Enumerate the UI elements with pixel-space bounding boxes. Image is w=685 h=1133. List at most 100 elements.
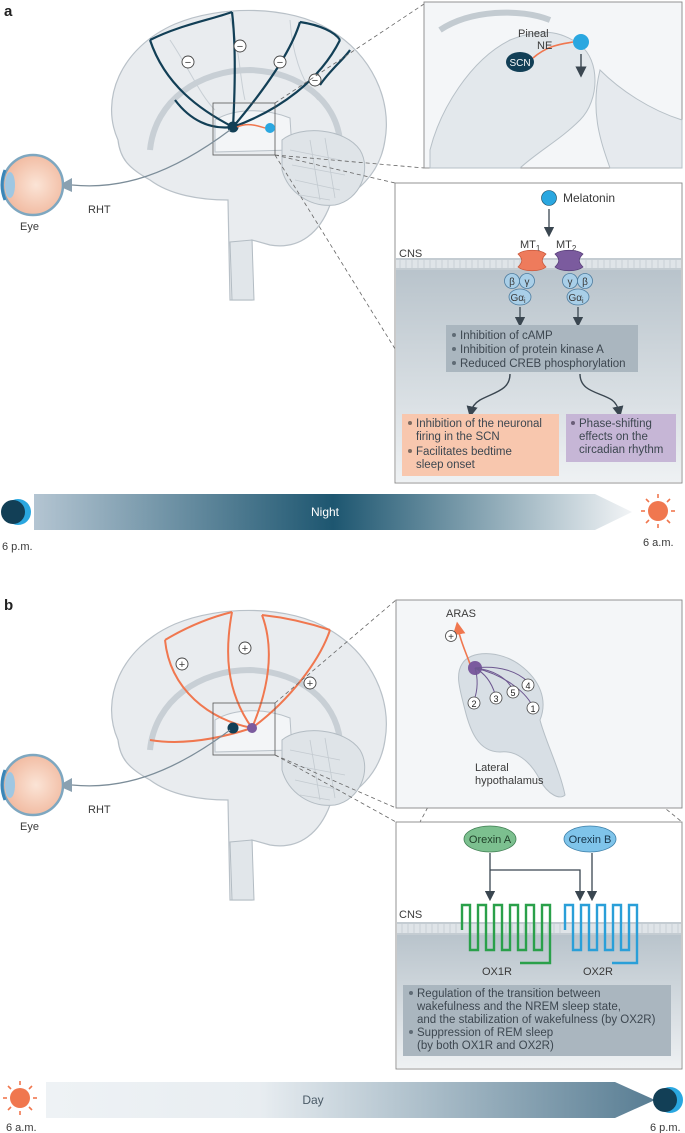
g-protein-left bbox=[504, 273, 535, 306]
effects-right-arrow bbox=[579, 373, 624, 418]
pineal-label: Pineal bbox=[518, 28, 549, 40]
melatonin-molecule bbox=[541, 190, 557, 206]
moon-icon-end bbox=[653, 1087, 683, 1113]
day-label: Day bbox=[302, 1093, 323, 1107]
panel-a-letter: a bbox=[4, 3, 13, 20]
ox2r-label: OX2R bbox=[583, 966, 613, 978]
brain-b-zoom-box bbox=[212, 702, 276, 756]
night-label: Night bbox=[311, 505, 340, 519]
inset-pineal bbox=[423, 1, 683, 169]
orexin-a-to-ox2r-arrow bbox=[490, 869, 586, 902]
pineal-dot-a bbox=[265, 123, 275, 133]
scn-pineal-link-a bbox=[236, 123, 266, 129]
g-protein-right bbox=[562, 273, 593, 306]
melatonin-label: Melatonin bbox=[563, 191, 615, 205]
mt2-label: MT2 bbox=[556, 239, 577, 253]
ox1r-receptor bbox=[460, 903, 552, 965]
aras-excite-sign: + bbox=[448, 632, 454, 643]
gamma-left: γ bbox=[525, 277, 530, 288]
night-end-time: 6 a.m. bbox=[643, 537, 674, 549]
outcome-right-3: circadian rhythm bbox=[579, 444, 663, 456]
orexin-b-molecule bbox=[563, 825, 617, 853]
projection-number-5: 5 bbox=[510, 688, 515, 698]
panel-b-letter: b bbox=[4, 597, 13, 614]
sun-icon-end bbox=[641, 494, 675, 528]
inhibition-signs-a: − − − − bbox=[181, 39, 322, 87]
outcome-left-text: Inhibition of the neuronal firing in the… bbox=[408, 418, 542, 471]
inset-lateral-hypothalamus bbox=[395, 599, 683, 809]
effects-list-b: Regulation of the transition between wak… bbox=[409, 988, 656, 1052]
outcome-right-text: Phase-shifting effects on the circadian … bbox=[571, 418, 663, 456]
mt1-label: MT1 bbox=[520, 239, 541, 253]
rht-path-b bbox=[71, 729, 231, 787]
scn-dot-a bbox=[227, 121, 239, 133]
sun-icon-start bbox=[3, 1081, 37, 1115]
outcome-left-4: sleep onset bbox=[416, 459, 476, 471]
day-timeline-arrow bbox=[46, 1082, 655, 1118]
galpha-right: Gαi bbox=[568, 293, 584, 305]
effects-list-a: Inhibition of cAMP Inhibition of protein… bbox=[452, 330, 626, 370]
scn-inhibitory-projections bbox=[148, 10, 351, 129]
night-start-time: 6 p.m. bbox=[2, 541, 33, 553]
outcome-left-1: Inhibition of the neuronal bbox=[416, 418, 542, 430]
orexin-effect-5: (by both OX1R and OX2R) bbox=[417, 1040, 554, 1052]
rht-label-b: RHT bbox=[88, 804, 111, 816]
excite-sign-2: + bbox=[242, 643, 248, 655]
region-label-line1: Lateral bbox=[475, 762, 509, 774]
mt1-receptor bbox=[517, 249, 547, 272]
orexin-b-label: Orexin B bbox=[569, 834, 612, 846]
effects-left-arrow bbox=[466, 373, 511, 418]
orexin-effect-3: and the stabilization of wakefulness (by… bbox=[417, 1014, 656, 1026]
projection-number-2: 2 bbox=[471, 699, 476, 709]
effect-2: Inhibition of protein kinase A bbox=[460, 344, 604, 356]
galpha-left: Gαi bbox=[510, 293, 526, 305]
rht-label-a: RHT bbox=[88, 204, 111, 216]
ne-label: NE bbox=[537, 40, 552, 52]
orexin-effect-1: Regulation of the transition between bbox=[417, 988, 600, 1000]
aras-label: ARAS bbox=[446, 608, 476, 620]
cns-label-a: CNS bbox=[399, 248, 422, 260]
day-end-time: 6 p.m. bbox=[650, 1122, 681, 1133]
orexin-effect-4: Suppression of REM sleep bbox=[417, 1027, 553, 1039]
projection-number-1: 1 bbox=[530, 704, 535, 714]
night-timeline-arrow bbox=[34, 494, 632, 530]
effects-box-b bbox=[403, 985, 671, 1056]
cns-label-b: CNS bbox=[399, 909, 422, 921]
moon-icon-start bbox=[1, 499, 31, 525]
outcome-left-2: firing in the SCN bbox=[416, 431, 500, 443]
outcome-left-3: Facilitates bedtime bbox=[416, 446, 512, 458]
beta-left: β bbox=[509, 277, 515, 288]
rht-path-a bbox=[71, 129, 231, 187]
outcome-right-2: effects on the bbox=[579, 431, 648, 443]
effect-1: Inhibition of cAMP bbox=[460, 330, 553, 342]
beta-right: β bbox=[582, 277, 588, 288]
outcome-box-left bbox=[402, 414, 559, 476]
orexin-dot-b bbox=[247, 723, 257, 733]
orexin-excitatory-projections bbox=[149, 611, 331, 743]
eye-b bbox=[0, 753, 72, 817]
excitation-signs-b: + + + bbox=[175, 641, 317, 690]
effect-3: Reduced CREB phosphorylation bbox=[460, 358, 626, 370]
outcome-right-1: Phase-shifting bbox=[579, 418, 652, 430]
day-start-time: 6 a.m. bbox=[6, 1122, 37, 1133]
effects-box-a bbox=[446, 325, 638, 372]
inhibit-sign-1: − bbox=[185, 57, 191, 69]
brain-a-zoom-box bbox=[212, 102, 276, 156]
scn-dot-b bbox=[227, 722, 239, 734]
excite-sign-3: + bbox=[307, 678, 313, 690]
mt2-receptor bbox=[554, 249, 584, 272]
gamma-right: γ bbox=[568, 277, 573, 288]
eye-a bbox=[0, 153, 72, 217]
ox2r-receptor bbox=[563, 903, 639, 965]
region-label-line2: hypothalamus bbox=[475, 775, 544, 787]
eye-label-a: Eye bbox=[20, 221, 39, 233]
inhibit-sign-3: − bbox=[277, 57, 283, 69]
projection-number-3: 3 bbox=[493, 694, 498, 704]
orexin-a-label: Orexin A bbox=[469, 834, 512, 846]
projection-number-4: 4 bbox=[525, 681, 530, 691]
eye-label-b: Eye bbox=[20, 821, 39, 833]
orexin-a-molecule bbox=[463, 825, 517, 853]
orexin-effect-2: wakefulness and the NREM sleep state, bbox=[416, 1001, 621, 1013]
outcome-box-right bbox=[566, 414, 676, 462]
